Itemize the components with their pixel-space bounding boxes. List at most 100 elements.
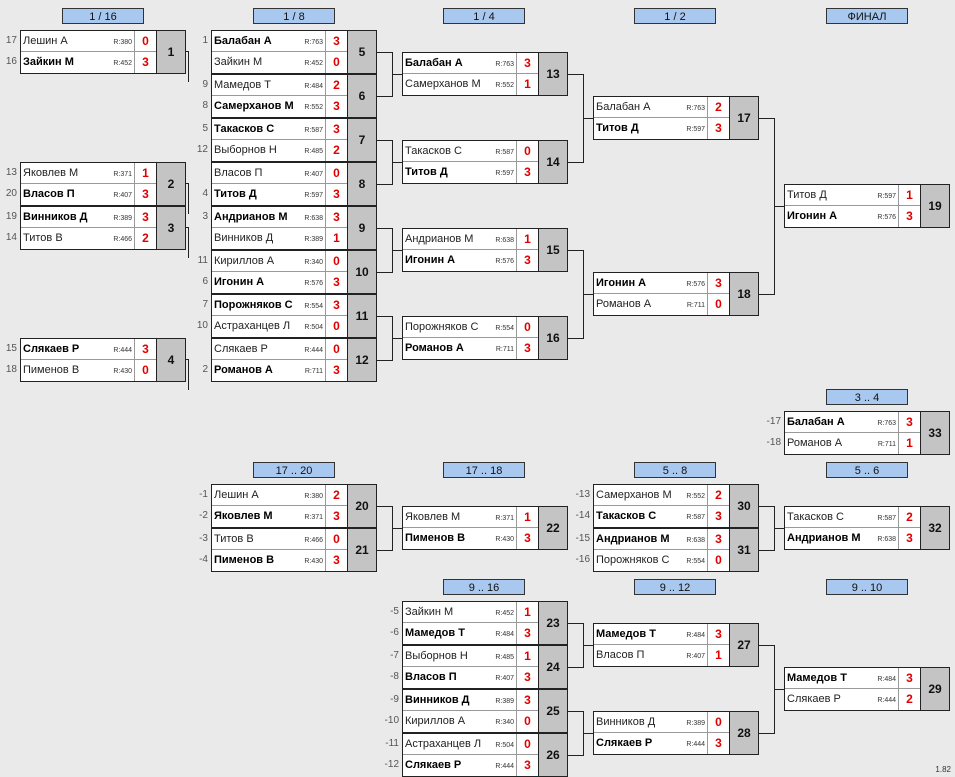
match-number[interactable]: 1 [156, 30, 186, 74]
match-number[interactable]: 16 [538, 316, 568, 360]
match-number[interactable]: 20 [347, 484, 377, 528]
match-number[interactable]: 18 [729, 272, 759, 316]
match-number[interactable]: 5 [347, 30, 377, 74]
match-number[interactable]: 7 [347, 118, 377, 162]
match-number[interactable]: 9 [347, 206, 377, 250]
match-number[interactable]: 17 [729, 96, 759, 140]
match-number[interactable]: 10 [347, 250, 377, 294]
match-number[interactable]: 21 [347, 528, 377, 572]
match-number[interactable]: 28 [729, 711, 759, 755]
match-number[interactable]: 2 [156, 162, 186, 206]
match-number[interactable]: 22 [538, 506, 568, 550]
match-number[interactable]: 6 [347, 74, 377, 118]
match-number[interactable]: 25 [538, 689, 568, 733]
match-number[interactable]: 3 [156, 206, 186, 250]
match-number[interactable]: 26 [538, 733, 568, 777]
match-number[interactable]: 33 [920, 411, 950, 455]
match-number[interactable]: 19 [920, 184, 950, 228]
match-number[interactable]: 13 [538, 52, 568, 96]
match-number[interactable]: 27 [729, 623, 759, 667]
match-number[interactable]: 4 [156, 338, 186, 382]
match-number[interactable]: 32 [920, 506, 950, 550]
match-number[interactable]: 31 [729, 528, 759, 572]
player-rating: R:452 [495, 610, 514, 617]
match-number[interactable]: 11 [347, 294, 377, 338]
match-number[interactable]: 24 [538, 645, 568, 689]
match-number[interactable]: 15 [538, 228, 568, 272]
match-number[interactable]: 14 [538, 140, 568, 184]
match-number[interactable]: 29 [920, 667, 950, 711]
match-number[interactable]: 30 [729, 484, 759, 528]
match-number[interactable]: 8 [347, 162, 377, 206]
match-number[interactable]: 23 [538, 601, 568, 645]
match-number[interactable]: 12 [347, 338, 377, 382]
